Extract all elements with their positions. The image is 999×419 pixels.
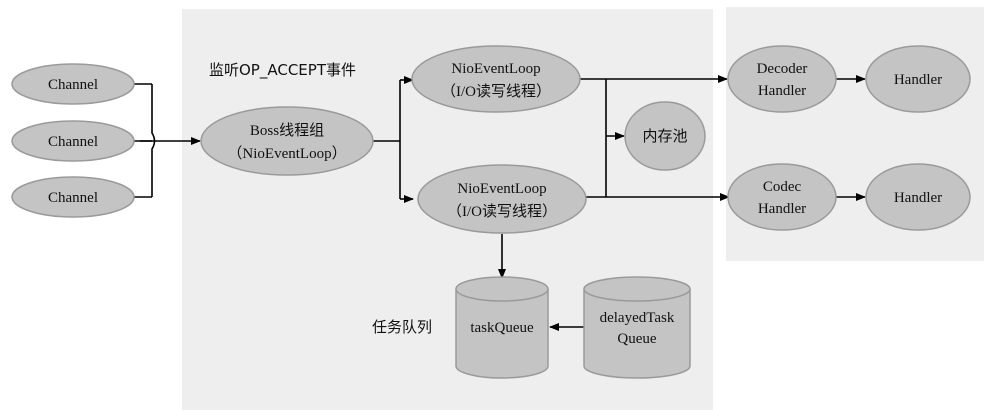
nio-event-loop-top-node: NioEventLoop （I/O读写线程） [411, 45, 581, 113]
delayed-task-label: delayedTask [600, 310, 675, 326]
decoder-handler-node: Decoder Handler [727, 45, 837, 113]
task-queue-label: taskQueue [470, 320, 534, 336]
codec-label: Codec [763, 179, 802, 195]
memory-pool-node: 内存池 [624, 101, 706, 171]
loop-subtitle: （I/O读写线程） [447, 203, 557, 220]
channel-label: Channel [48, 190, 98, 206]
handler-top-node: Handler [865, 45, 971, 113]
loop-subtitle: （I/O读写线程） [441, 83, 551, 100]
decoder-handler-label: Handler [758, 83, 806, 99]
boss-thread-group-node: Boss线程组 （NioEventLoop） [200, 106, 374, 176]
task-queue-caption: 任务队列 [372, 318, 432, 336]
channel-node-1: Channel [11, 63, 135, 105]
listen-accept-label: 监听OP_ACCEPT事件 [209, 61, 356, 80]
handler-label: Handler [894, 72, 942, 88]
delayed-task-queue-cylinder: delayedTask Queue [583, 276, 691, 379]
connectors [133, 75, 866, 331]
channel-label: Channel [48, 134, 98, 150]
channel-node-3: Channel [11, 176, 135, 218]
boss-subtitle: （NioEventLoop） [227, 145, 346, 162]
channel-label: Channel [48, 77, 98, 93]
nio-event-loop-bottom-node: NioEventLoop （I/O读写线程） [417, 164, 587, 234]
handler-label: Handler [894, 190, 942, 206]
loop-title: NioEventLoop [451, 61, 540, 77]
codec-handler-node: Codec Handler [727, 163, 837, 231]
task-queue-cylinder: taskQueue [455, 276, 549, 379]
decoder-label: Decoder [757, 61, 808, 77]
memory-pool-label: 内存池 [642, 128, 687, 145]
delayed-queue-label: Queue [617, 331, 656, 347]
channel-node-2: Channel [11, 120, 135, 162]
codec-handler-label: Handler [758, 201, 806, 217]
loop-title: NioEventLoop [457, 181, 546, 197]
handler-bottom-node: Handler [865, 163, 971, 231]
boss-title: Boss线程组 [250, 122, 324, 139]
